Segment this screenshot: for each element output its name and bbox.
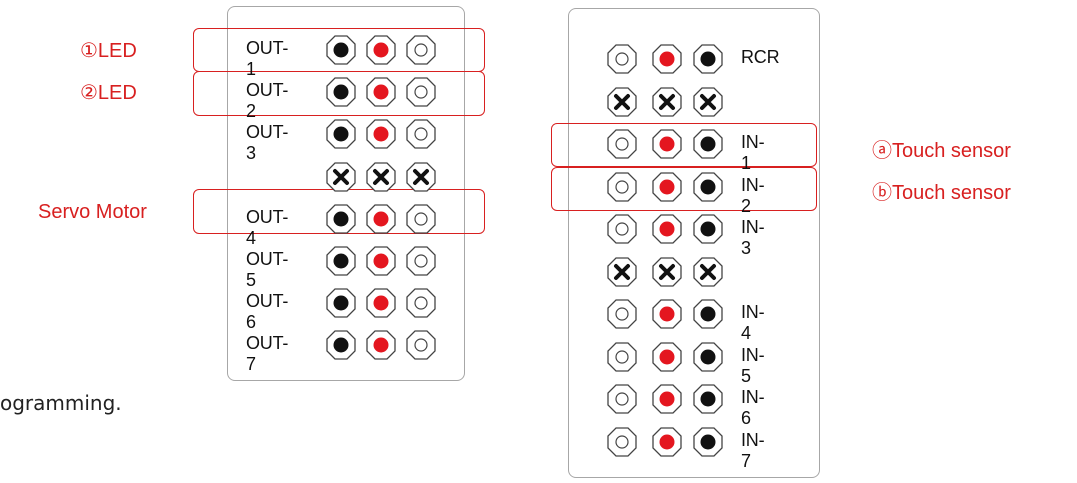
ground-pin [326,246,356,276]
ground-pin [693,427,723,457]
servo-motor-label: Servo Motor [38,201,147,223]
ground-pin [326,35,356,65]
signal-pin [366,288,396,318]
signal-pin [366,35,396,65]
blocked-pin-2 [406,162,436,192]
port-label-out-5: OUT-5 [246,249,289,290]
blocked-pin-2 [693,257,723,287]
signal-pin [366,119,396,149]
port-label-out-2: OUT-2 [246,80,289,121]
ground-pin [693,172,723,202]
output-port-panel [227,6,465,381]
led-2-label: ②LED [80,82,137,104]
signal-pin [652,299,682,329]
signal-pin [652,342,682,372]
port-label-rcr: RCR [741,47,780,67]
touch-sensor-b-label: ⓑTouch sensor [872,182,1011,204]
body-text-fragment: ogramming. [0,391,122,415]
ground-pin [693,214,723,244]
blocked-pin-1 [652,87,682,117]
power-pin [607,214,637,244]
power-pin [406,35,436,65]
port-label-out-1: OUT-1 [246,38,289,79]
power-pin [406,77,436,107]
ground-pin [693,342,723,372]
ground-pin [326,77,356,107]
signal-pin [366,204,396,234]
power-pin [406,330,436,360]
power-pin [406,288,436,318]
ground-pin [693,299,723,329]
blocked-pin-0 [326,162,356,192]
port-label-in-3: IN-3 [741,217,765,258]
port-label-in-7: IN-7 [741,430,765,471]
callout-in-1 [551,123,817,167]
port-label-in-5: IN-5 [741,345,765,386]
power-pin [406,119,436,149]
blocked-pin-1 [366,162,396,192]
ground-pin [326,288,356,318]
callout-in-2 [551,167,817,211]
power-pin [607,299,637,329]
signal-pin [652,384,682,414]
ground-pin [326,204,356,234]
signal-pin [652,129,682,159]
power-pin [607,384,637,414]
power-pin [607,44,637,74]
ground-pin [326,330,356,360]
signal-pin [366,330,396,360]
ground-pin [693,384,723,414]
signal-pin [366,246,396,276]
led-1-label: ①LED [80,40,137,62]
power-pin [607,129,637,159]
signal-pin [652,44,682,74]
port-label-in-4: IN-4 [741,302,765,343]
power-pin [607,172,637,202]
signal-pin [652,214,682,244]
signal-pin [366,77,396,107]
callout-out-2 [193,71,485,116]
port-label-in-1: IN-1 [741,132,765,173]
signal-pin [652,427,682,457]
port-label-out-3: OUT-3 [246,122,289,163]
ground-pin [693,44,723,74]
port-label-in-6: IN-6 [741,387,765,428]
port-label-out-6: OUT-6 [246,291,289,332]
blocked-pin-0 [607,87,637,117]
signal-pin [652,172,682,202]
port-label-in-2: IN-2 [741,175,765,216]
touch-sensor-a-label: ⓐTouch sensor [872,140,1011,162]
port-label-out-7: OUT-7 [246,333,289,374]
port-label-out-4: OUT-4 [246,207,289,248]
ground-pin [693,129,723,159]
blocked-pin-2 [693,87,723,117]
ground-pin [326,119,356,149]
blocked-pin-1 [652,257,682,287]
power-pin [607,427,637,457]
power-pin [406,204,436,234]
power-pin [607,342,637,372]
blocked-pin-0 [607,257,637,287]
power-pin [406,246,436,276]
